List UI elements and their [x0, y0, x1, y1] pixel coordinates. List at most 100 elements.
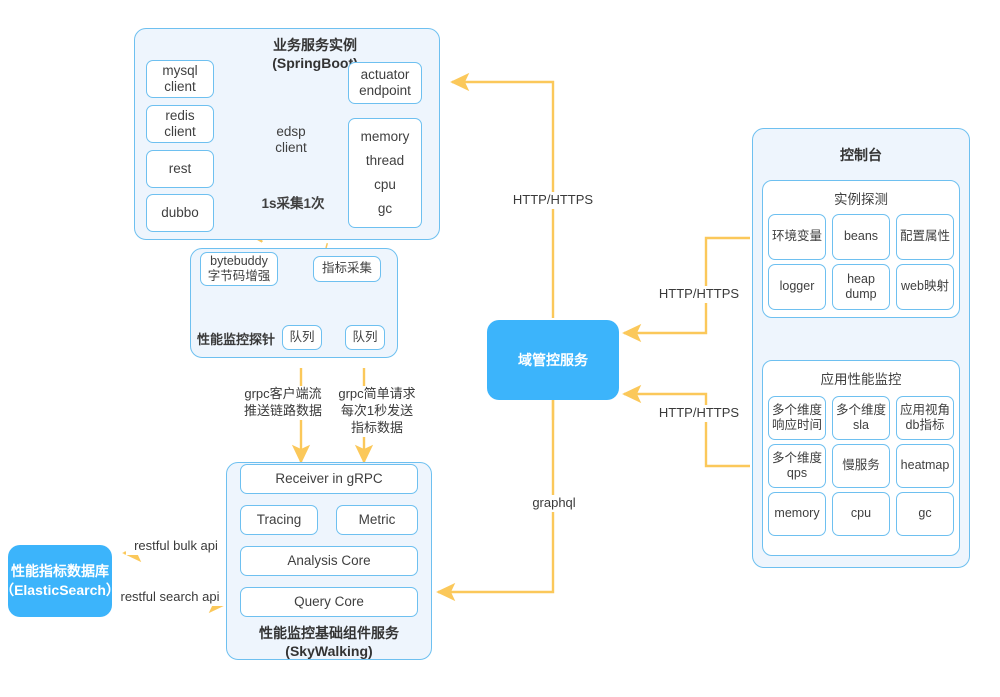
console-item-beans[interactable]: beans	[832, 214, 890, 260]
skywalking-panel-title: 性能监控基础组件服务 (SkyWalking)	[236, 624, 422, 660]
metric-box[interactable]: Metric	[336, 505, 418, 535]
console-item-config-props-line1: 配置属性	[899, 229, 950, 244]
section-title-apm: 应用性能监控	[820, 372, 902, 387]
skywalking-title-line1: 性能监控基础组件服务	[259, 625, 399, 641]
jvm-metric-gc: gc	[377, 200, 393, 216]
apm-item-slow-service[interactable]: 慢服务	[832, 444, 890, 488]
apm-item-db-metrics[interactable]: 应用视角 db指标	[896, 396, 954, 440]
probe-panel-title: 性能监控探针	[197, 332, 276, 347]
jvm-metrics-box[interactable]: memory thread cpu gc	[348, 118, 422, 228]
apm-item-db-metrics-line2: db指标	[905, 418, 945, 432]
actuator-endpoint-box[interactable]: actuator endpoint	[348, 62, 422, 104]
apm-item-response-time-line1: 多个维度	[771, 402, 822, 417]
console-item-beans-line1: beans	[843, 229, 879, 244]
skywalking-title-line2: (SkyWalking)	[285, 643, 373, 660]
metric-label: Metric	[358, 511, 396, 527]
query-core-box[interactable]: Query Core	[240, 587, 418, 617]
console-item-env-vars[interactable]: 环境变量	[768, 214, 826, 260]
apm-item-slow-service-line1: 慢服务	[842, 458, 880, 473]
console-item-web-mapping-line1: web映射	[901, 279, 949, 294]
apm-item-response-time-line2: 响应时间	[771, 418, 822, 432]
client-mysql-line1: mysql	[162, 62, 198, 78]
elasticsearch-box[interactable]: 性能指标数据库 （ElasticSearch）	[0, 545, 120, 617]
queue-box-left[interactable]: 队列	[282, 325, 322, 350]
sample-rate-note: 1s采集1次	[261, 196, 325, 211]
domain-control-service-box[interactable]: 域管控服务	[487, 320, 619, 400]
actuator-line2: endpoint	[359, 83, 411, 98]
apm-item-qps-line2: qps	[786, 466, 808, 480]
analysis-core-label: Analysis Core	[287, 552, 371, 568]
client-dubbo-line1: dubbo	[161, 204, 199, 220]
tracing-label: Tracing	[256, 511, 302, 527]
section-title-instance-probing: 实例探测	[834, 192, 888, 207]
jvm-metric-thread: thread	[365, 152, 405, 168]
edge-label-http-console-upper: HTTP/HTTPS	[651, 286, 747, 303]
apm-item-db-metrics-line1: 应用视角	[899, 402, 950, 417]
console-item-logger-line1: logger	[779, 279, 815, 294]
edge-label-restful-search: restful search api	[114, 589, 226, 606]
apm-item-heatmap-line1: heatmap	[900, 458, 950, 473]
apm-item-memory[interactable]: memory	[768, 492, 826, 536]
edge-label-http-console-lower: HTTP/HTTPS	[651, 405, 747, 422]
metric-collect-box[interactable]: 指标采集	[313, 256, 381, 282]
bytebuddy-box[interactable]: bytebuddy 字节码增强	[200, 252, 278, 286]
edsp-client-box[interactable]: edsp client	[262, 120, 320, 160]
apm-item-gc[interactable]: gc	[896, 492, 954, 536]
jvm-metric-cpu: cpu	[374, 176, 396, 192]
console-item-heap-dump-line1: heap	[847, 271, 875, 286]
edge-label-restful-bulk: restful bulk api	[126, 538, 226, 555]
console-item-config-props[interactable]: 配置属性	[896, 214, 954, 260]
springboot-title-line2: (SpringBoot)	[272, 55, 358, 72]
elasticsearch-line2: （ElasticSearch）	[0, 582, 120, 598]
tracing-box[interactable]: Tracing	[240, 505, 318, 535]
queue-left-label: 队列	[289, 329, 315, 344]
console-item-heap-dump[interactable]: heap dump	[832, 264, 890, 310]
queue-right-label: 队列	[352, 329, 378, 344]
springboot-title-line1: 业务服务实例	[273, 37, 357, 53]
edge-label-grpc-simple: grpc简单请求 每次1秒发送 指标数据	[331, 386, 423, 437]
client-redis-line1: redis	[165, 107, 195, 123]
edsp-client-line2: client	[275, 140, 307, 155]
queue-box-right[interactable]: 队列	[345, 325, 385, 350]
client-redis-line2: client	[164, 124, 196, 139]
bytebuddy-line1: bytebuddy	[210, 253, 268, 268]
console-title: 控制台	[840, 147, 882, 163]
apm-item-qps-line1: 多个维度	[771, 450, 822, 465]
domain-control-service-label: 域管控服务	[518, 351, 588, 368]
apm-item-cpu-line1: cpu	[850, 506, 872, 521]
jvm-metric-memory: memory	[360, 128, 410, 144]
bytebuddy-line2: 字节码增强	[207, 269, 271, 283]
metric-collect-label: 指标采集	[321, 261, 372, 276]
receiver-label: Receiver in gRPC	[275, 470, 383, 486]
console-item-env-vars-line1: 环境变量	[771, 229, 822, 244]
client-box-dubbo[interactable]: dubbo	[146, 194, 214, 232]
receiver-in-grpc-box[interactable]: Receiver in gRPC	[240, 464, 418, 494]
actuator-line1: actuator	[360, 66, 410, 82]
console-item-heap-dump-line2: dump	[845, 287, 877, 301]
graphql-arrow	[436, 382, 555, 602]
edge-label-graphql: graphql	[524, 495, 584, 512]
console-item-logger[interactable]: logger	[768, 264, 826, 310]
client-box-rest[interactable]: rest	[146, 150, 214, 188]
apm-item-cpu[interactable]: cpu	[832, 492, 890, 536]
edge-label-http-top: HTTP/HTTPS	[505, 192, 601, 209]
analysis-core-box[interactable]: Analysis Core	[240, 546, 418, 576]
query-core-label: Query Core	[294, 593, 364, 609]
apm-item-gc-line1: gc	[918, 506, 932, 521]
apm-item-heatmap[interactable]: heatmap	[896, 444, 954, 488]
edsp-client-line1: edsp	[276, 123, 306, 139]
client-box-mysql[interactable]: mysql client	[146, 60, 214, 98]
apm-item-qps[interactable]: 多个维度 qps	[768, 444, 826, 488]
client-box-redis[interactable]: redis client	[146, 105, 214, 143]
apm-item-response-time[interactable]: 多个维度 响应时间	[768, 396, 826, 440]
springboot-panel-title: 业务服务实例 (SpringBoot)	[200, 36, 430, 72]
client-mysql-line2: client	[164, 79, 196, 94]
apm-item-sla-line2: sla	[853, 418, 869, 432]
edge-label-grpc-stream: grpc客户端流 推送链路数据	[236, 386, 330, 420]
apm-item-memory-line1: memory	[774, 506, 820, 521]
apm-item-sla-line1: 多个维度	[835, 402, 886, 417]
apm-item-sla[interactable]: 多个维度 sla	[832, 396, 890, 440]
elasticsearch-line1: 性能指标数据库	[11, 563, 109, 580]
console-item-web-mapping[interactable]: web映射	[896, 264, 954, 310]
